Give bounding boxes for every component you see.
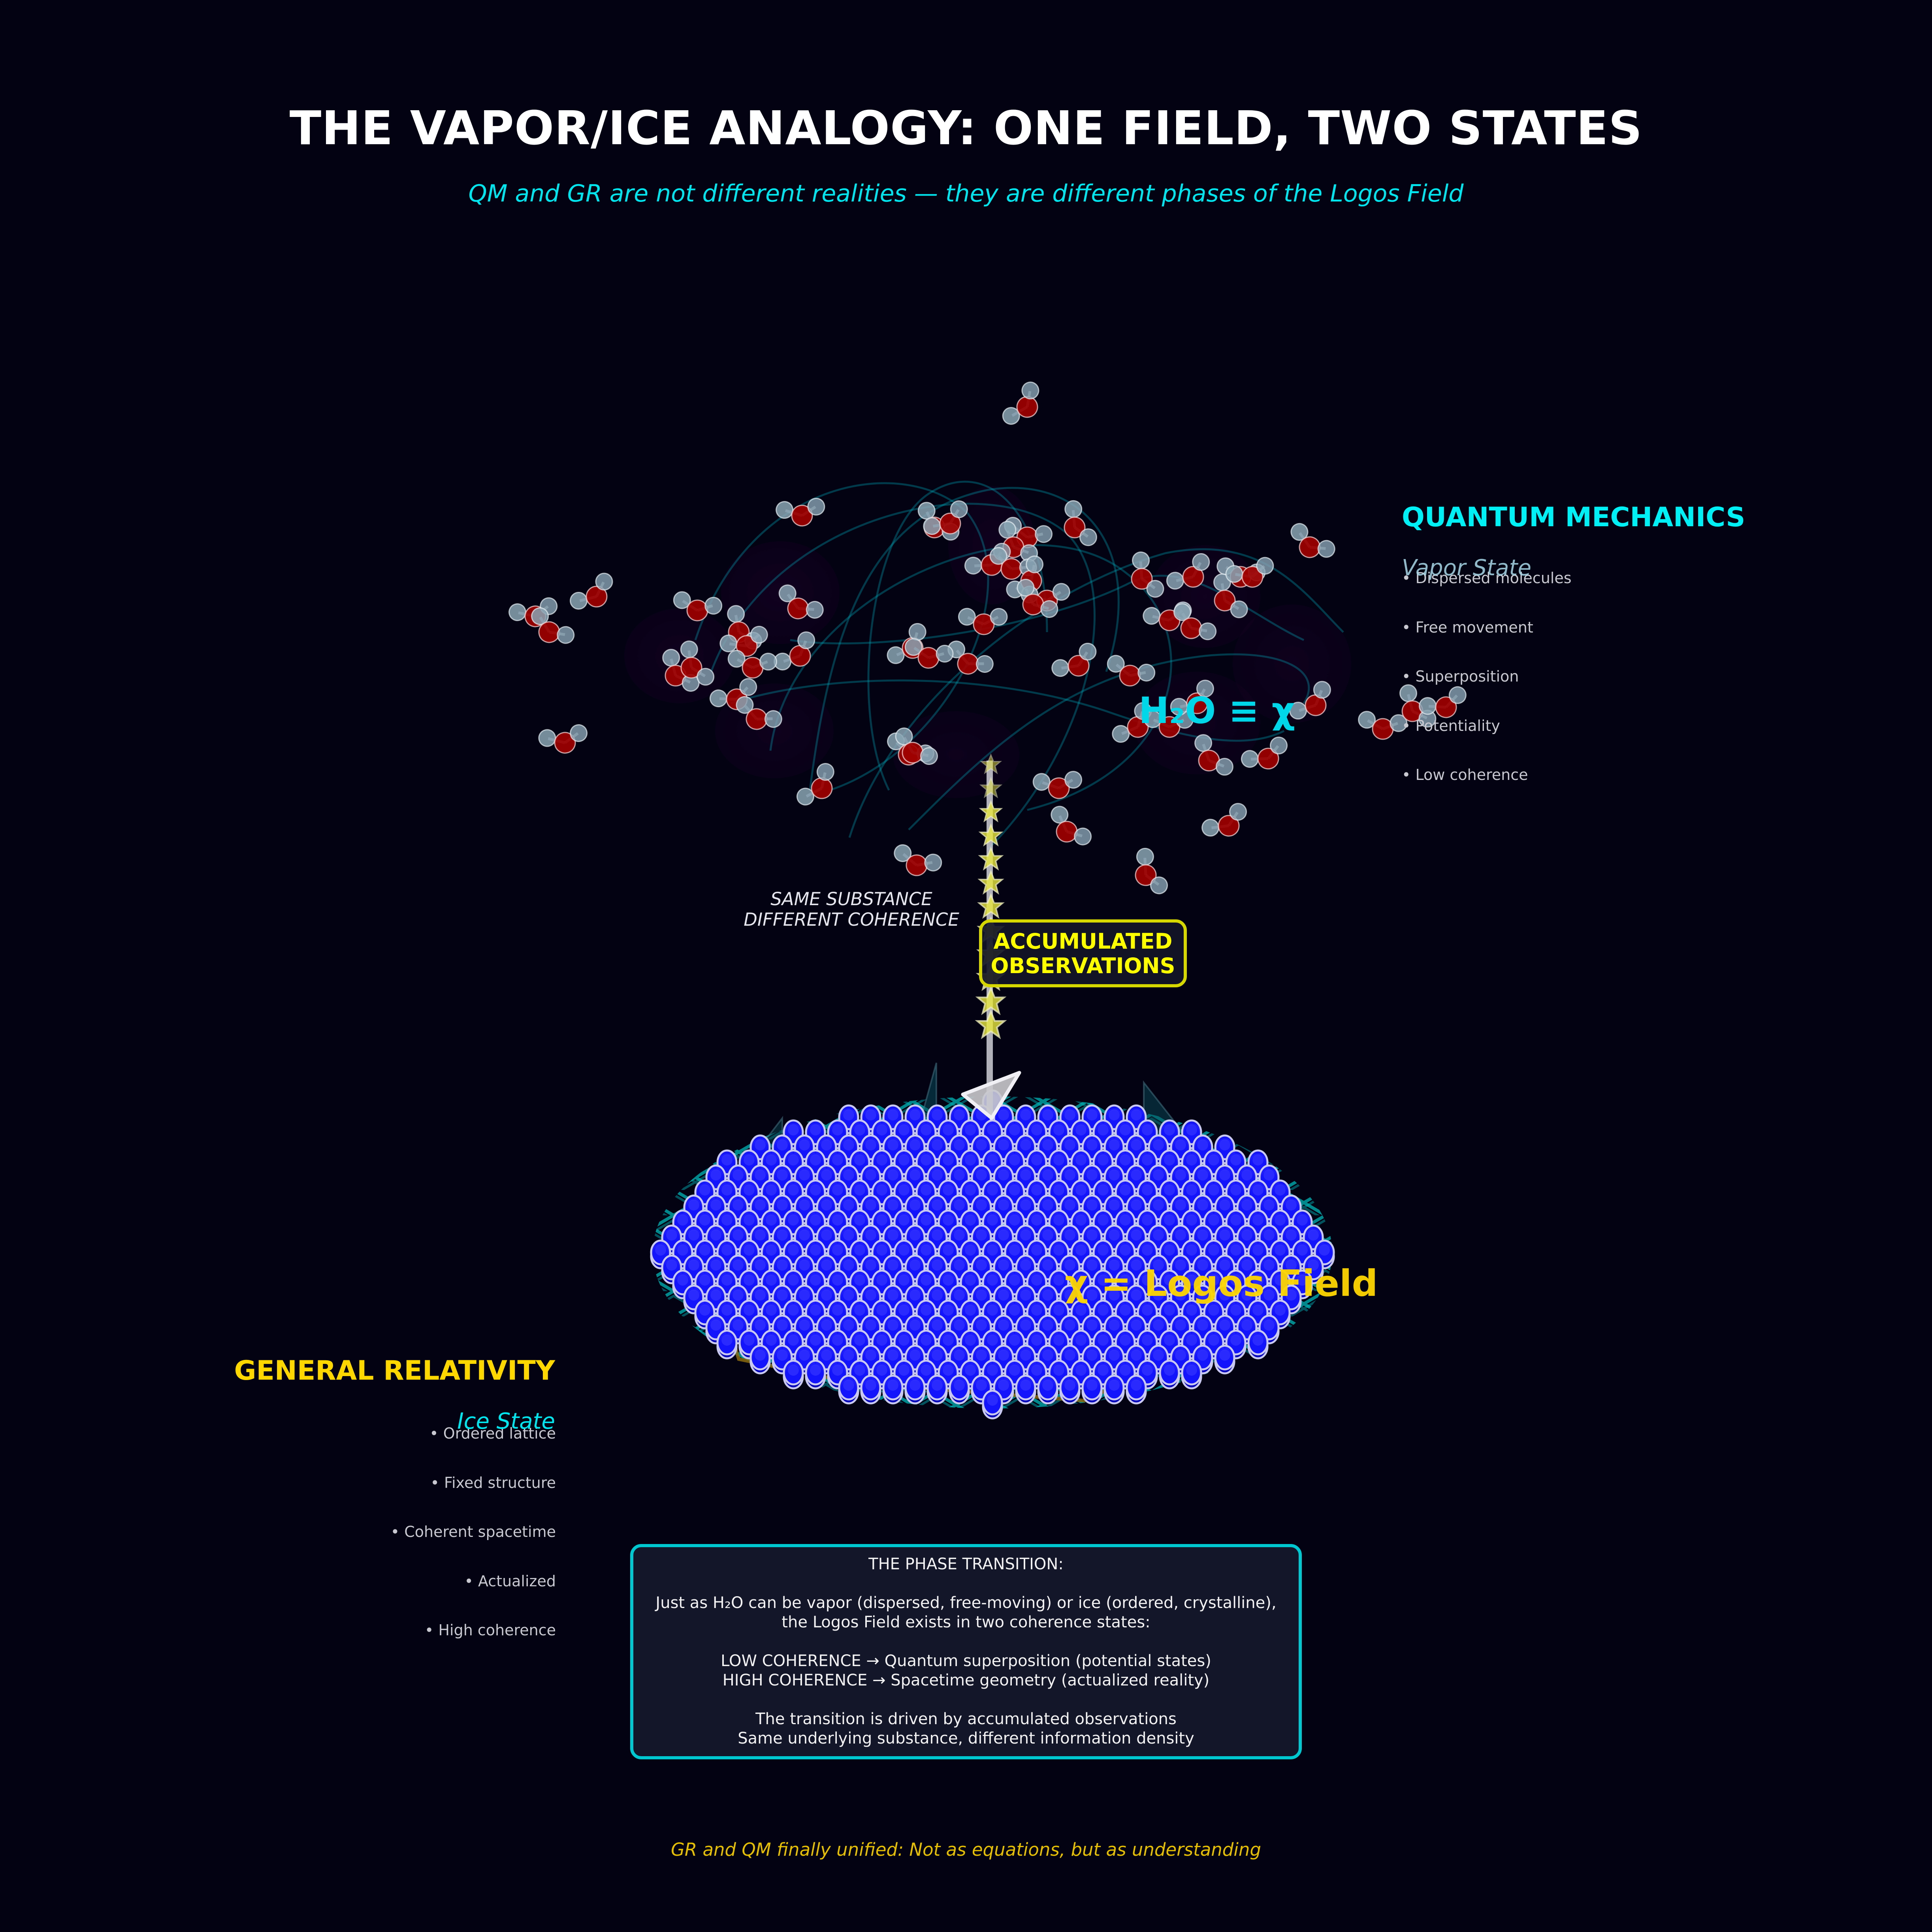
qm-title: QUANTUM MECHANICS: [1402, 502, 1746, 533]
footer-caption: GR and QM finally unified: Not as equati…: [671, 1839, 1261, 1860]
vapor-equation-label: H₂O ≡ χ: [1139, 689, 1295, 732]
ice-atom: [751, 1346, 770, 1373]
qm-property: • Potentiality: [1402, 717, 1500, 734]
ice-atom: [806, 1361, 825, 1388]
ice-atom: [1016, 1376, 1035, 1403]
page-subtitle: QM and GR are not different realities — …: [468, 180, 1464, 207]
gr-property: • Ordered lattice: [429, 1425, 556, 1442]
qm-property: • Low coherence: [1402, 766, 1528, 783]
ice-atom: [784, 1361, 803, 1388]
ice-atom: [883, 1376, 902, 1403]
gr-properties-list: • Ordered lattice • Fixed structure • Co…: [391, 1393, 556, 1655]
observations-label: ACCUMULATED OBSERVATIONS: [990, 929, 1175, 978]
ice-atom: [906, 1376, 925, 1403]
page-title: THE VAPOR/ICE ANALOGY: ONE FIELD, TWO ST…: [289, 101, 1643, 155]
ice-atom: [1105, 1376, 1124, 1403]
ice-atom: [1083, 1376, 1102, 1403]
gr-property: • Coherent spacetime: [390, 1523, 556, 1540]
ice-atom: [1215, 1346, 1234, 1373]
ice-atom: [1248, 1331, 1267, 1358]
ice-atom: [983, 1391, 1002, 1418]
ice-atom: [1182, 1361, 1201, 1388]
gr-state-label: Ice State: [457, 1409, 555, 1434]
same-substance-label: SAME SUBSTANCE DIFFERENT COHERENCE: [744, 889, 959, 930]
ice-equation-label: χ = Logos Field: [1065, 1262, 1378, 1305]
ice-atom: [717, 1331, 736, 1358]
ice-atom: [928, 1376, 947, 1403]
gr-property: • Fixed structure: [430, 1474, 556, 1491]
qm-property: • Free movement: [1402, 618, 1533, 636]
gr-title: GENERAL RELATIVITY: [234, 1355, 555, 1386]
ice-atom: [1127, 1376, 1146, 1403]
gr-property: • High coherence: [424, 1621, 556, 1639]
ice-atom: [1160, 1361, 1179, 1388]
ice-atom: [950, 1376, 969, 1403]
ice-atoms: [651, 1090, 1334, 1418]
qm-property: • Superposition: [1402, 668, 1519, 685]
ice-lattice: [632, 1062, 1343, 1418]
ice-atom: [1060, 1376, 1079, 1403]
observations-box: [979, 919, 1187, 987]
qm-state-label: Vapor State: [1402, 555, 1531, 581]
phase-transition-text: THE PHASE TRANSITION: Just as H₂O can be…: [655, 1555, 1277, 1747]
ice-atom: [1038, 1376, 1057, 1403]
qm-property: • Dispersed molecules: [1402, 569, 1572, 587]
ice-atom: [861, 1376, 880, 1403]
qm-properties-list: • Dispersed molecules • Free movement • …: [1402, 537, 1572, 800]
gr-property: • Actualized: [464, 1572, 556, 1590]
ice-atom: [839, 1376, 858, 1403]
phase-transition-box: [630, 1544, 1302, 1759]
